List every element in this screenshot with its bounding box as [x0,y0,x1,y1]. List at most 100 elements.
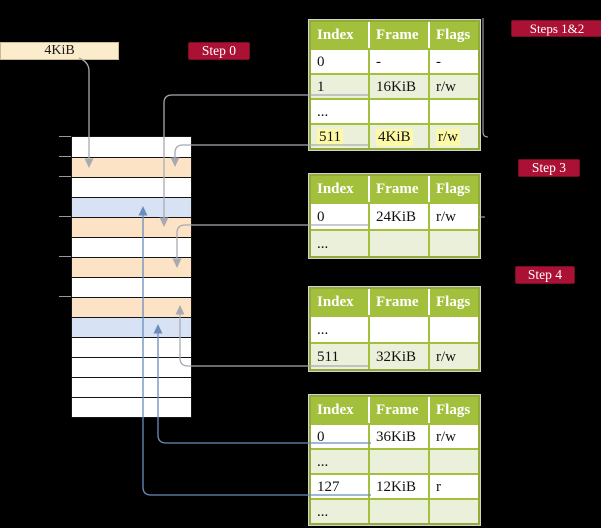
highlighted-value: 511 [317,128,343,146]
memory-frame-row-free [72,397,191,417]
cell-flags: r/w [428,75,478,98]
table-row: 0 24KiB r/w [311,202,478,229]
table-row: ... [311,448,478,473]
table-row: 1 16KiB r/w [311,73,478,98]
table-row: ... [311,498,478,523]
column-header-frame: Frame [368,397,428,423]
column-header-flags: Flags [428,22,478,48]
column-header-frame: Frame [368,22,428,48]
table-header-row: Index Frame Flags [311,397,478,423]
table-row: 511 32KiB r/w [311,342,478,369]
table-row: 0 36KiB r/w [311,423,478,448]
cell-frame: 24KiB [368,204,428,229]
cell-index: 0 [317,208,325,225]
memory-frame-row-pagetable [72,257,191,277]
cell-flags: r [428,475,478,498]
table-header-row: Index Frame Flags [311,289,478,315]
memory-tick [59,296,71,297]
cell-index: ... [317,103,329,120]
column-header-flags: Flags [428,397,478,423]
cell-flags: r/w [428,125,478,148]
table-row: 127 12KiB r [311,473,478,498]
column-header-flags: Flags [428,289,478,315]
cell-index: 511 [317,348,339,365]
page-table-steps-1-2: Index Frame Flags 0 - - 1 16KiB r/w ... … [309,20,480,150]
memory-frame-row-free [72,357,191,377]
cell-frame [368,100,428,123]
cell-index: 0 [317,428,325,445]
badge-step-3-label: Step 3 [531,160,567,176]
badge-step-0-label: Step 0 [201,43,237,59]
table-row: ... [311,315,478,342]
memory-tick [59,216,71,217]
memory-frame-row-data [72,317,191,337]
table-header-row: Index Frame Flags [311,22,478,48]
memory-tick [59,176,71,177]
cell-flags [428,231,478,256]
cell-frame: 36KiB [368,425,428,448]
memory-tick [59,136,71,137]
cell-flags [428,500,478,523]
frame-size-label-box: 4KiB [0,42,119,60]
cell-flags: r/w [428,425,478,448]
cell-index: ... [317,503,329,520]
table-row: 0 - - [311,48,478,73]
cell-flags [428,450,478,473]
page-table-last-level: Index Frame Flags 0 36KiB r/w ... 127 12… [309,395,480,525]
column-header-index: Index [317,294,354,310]
memory-frame-row-free [72,237,191,257]
badge-steps-1-2-label: Steps 1&2 [529,21,585,36]
column-header-frame: Frame [368,289,428,315]
memory-frame-row-pagetable [72,157,191,177]
cell-frame [368,450,428,473]
table-row: ... [311,229,478,256]
memory-frame-row-free [72,377,191,397]
highlighted-value: 4KiB [376,128,413,146]
badge-step-4: Step 4 [515,266,575,284]
memory-frame-row-pagetable [72,297,191,317]
memory-frame-row-data [72,197,191,217]
page-table-step-4: Index Frame Flags ... 511 32KiB r/w [309,287,480,371]
cell-flags [428,317,478,342]
highlighted-value: r/w [436,128,460,146]
badge-steps-1-2: Steps 1&2 [511,20,601,37]
memory-frame-row-free [72,137,191,157]
column-header-index: Index [317,402,354,418]
column-header-flags: Flags [428,176,478,202]
cell-flags: - [428,50,478,73]
column-header-index: Index [317,181,354,197]
cell-frame [368,500,428,523]
table-header-row: Index Frame Flags [311,176,478,202]
cell-index: ... [317,321,329,338]
badge-step-0: Step 0 [188,42,250,60]
page-table-step-3: Index Frame Flags 0 24KiB r/w ... [309,174,480,258]
cell-frame [368,317,428,342]
column-header-index: Index [317,27,354,43]
cell-flags [428,100,478,123]
cell-frame: 12KiB [368,475,428,498]
cell-flags: r/w [428,344,478,369]
leader-line-steps-1-2 [482,18,489,138]
cell-index: 127 [317,478,340,495]
physical-memory-column [71,136,192,418]
memory-frame-row-free [72,337,191,357]
cell-frame [368,231,428,256]
memory-frame-row-free [72,277,191,297]
cell-index: 511 [311,125,368,148]
cell-index: ... [317,235,329,252]
badge-step-3: Step 3 [518,159,580,177]
cell-index: 0 [317,53,325,70]
memory-tick [59,256,71,257]
cell-index: ... [317,453,329,470]
memory-tick [59,156,71,157]
cell-index: 1 [317,78,325,95]
cell-frame: 16KiB [368,75,428,98]
cell-frame: 4KiB [368,125,428,148]
table-row-highlighted: 511 4KiB r/w [311,123,478,148]
memory-frame-row-pagetable [72,217,191,237]
cell-flags: r/w [428,204,478,229]
cell-frame: - [368,50,428,73]
memory-frame-row-free [72,177,191,197]
frame-size-label: 4KiB [44,43,75,58]
